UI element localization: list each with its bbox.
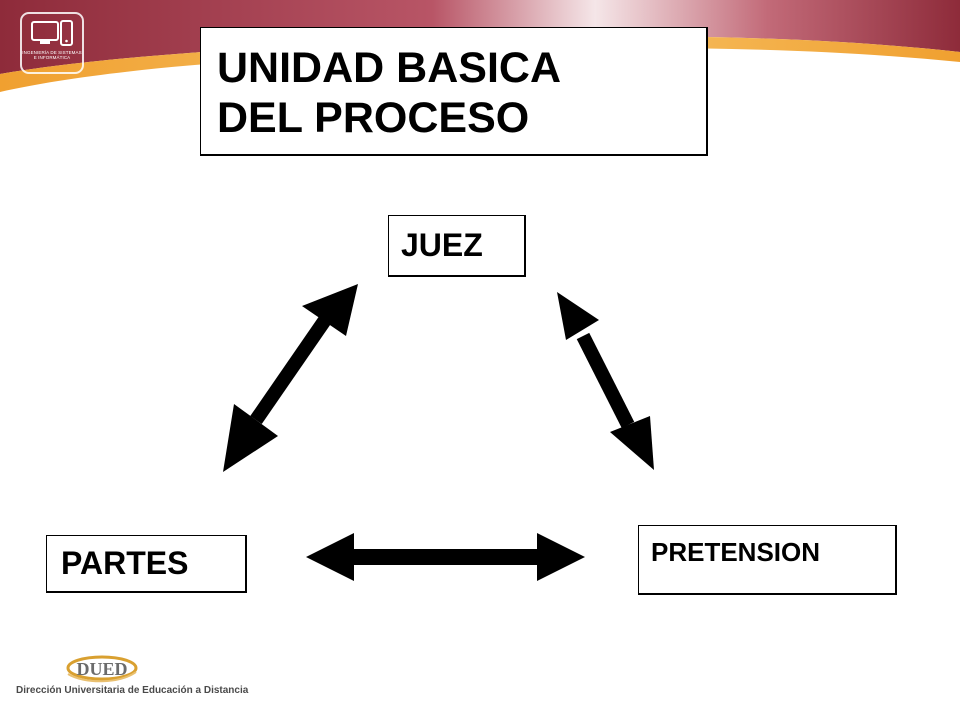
arrow-juez-partes bbox=[223, 284, 358, 472]
footer-org-name: Dirección Universitaria de Educación a D… bbox=[16, 685, 249, 696]
node-partes: PARTES bbox=[46, 535, 247, 593]
title-line-2: DEL PROCESO bbox=[217, 94, 530, 142]
department-badge: INGENIERÍA DE SISTEMAS E INFORMÁTICA bbox=[20, 12, 84, 74]
title-line-1: UNIDAD BASICA bbox=[217, 44, 561, 92]
badge-text-line-2: E INFORMÁTICA bbox=[33, 55, 71, 60]
dued-logo: DUED bbox=[66, 655, 138, 683]
node-pretension: PRETENSION bbox=[638, 525, 897, 595]
node-juez: JUEZ bbox=[388, 215, 526, 277]
badge-text-line-1: INGENIERÍA DE SISTEMAS bbox=[22, 50, 82, 55]
devices-icon bbox=[31, 20, 73, 46]
arrow-juez-pretension bbox=[557, 292, 654, 470]
dued-logo-text: DUED bbox=[76, 659, 127, 679]
arrow-partes-pretension bbox=[306, 533, 585, 581]
title-box: UNIDAD BASICA DEL PROCESO bbox=[200, 27, 708, 156]
